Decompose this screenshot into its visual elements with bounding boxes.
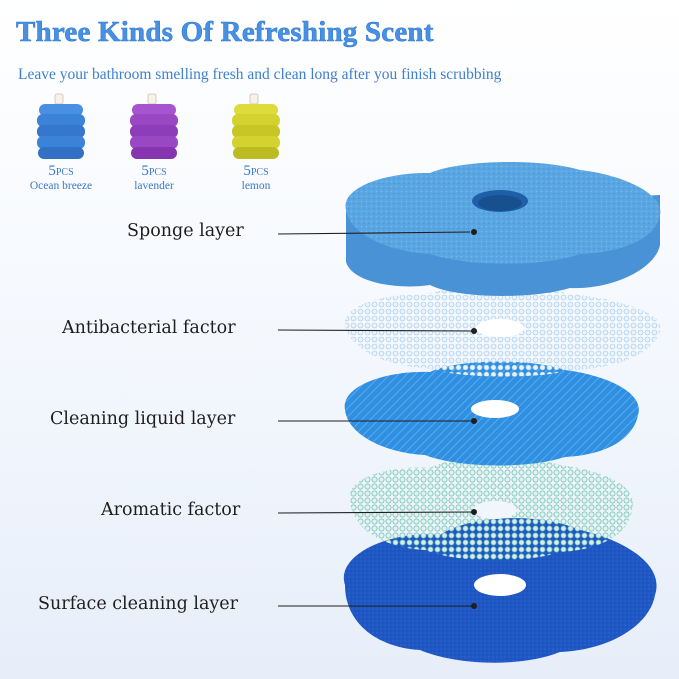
label-cleaning-liquid-layer: Cleaning liquid layer [50, 409, 236, 429]
pointer-dot [471, 603, 477, 609]
label-aromatic-factor: Aromatic factor [101, 500, 241, 520]
scent-unit: PCS [148, 167, 167, 178]
lemon-pod-icon [232, 93, 280, 159]
scent-name: lavender [134, 180, 174, 192]
scent-name: lemon [241, 180, 271, 192]
page-title: Three Kinds Of Refreshing Scent [16, 16, 434, 49]
scent-lavender: 5PCS lavender [104, 92, 204, 193]
label-sponge-layer: Sponge layer [127, 221, 244, 241]
pointer-dot [471, 418, 477, 424]
pointer-dot [471, 229, 477, 235]
pointer-dot [471, 509, 477, 515]
antibacterial-factor-disc [344, 286, 661, 377]
pointer-dot [471, 328, 477, 334]
surface-cleaning-disc [343, 518, 657, 663]
scent-unit: PCS [250, 167, 269, 178]
scent-ocean-breeze: 5PCS Ocean breeze [11, 92, 111, 193]
ocean-breeze-pod-icon [37, 93, 85, 159]
scent-unit: PCS [55, 167, 74, 178]
label-antibacterial-factor: Antibacterial factor [62, 318, 236, 338]
scent-qty: 5 [141, 163, 149, 179]
scent-lemon: 5PCS lemon [206, 92, 306, 193]
scent-qty: 5 [243, 163, 251, 179]
scent-qty: 5 [48, 163, 56, 179]
cleaning-liquid-disc [344, 361, 639, 466]
scent-name: Ocean breeze [29, 180, 93, 192]
pointer-antibacterial [277, 329, 475, 332]
page-subtitle: Leave your bathroom smelling fresh and c… [18, 66, 502, 83]
lavender-pod-icon [130, 93, 178, 159]
aromatic-factor-disc [349, 456, 634, 561]
pointer-sponge [277, 231, 471, 235]
pointer-aromatic [277, 511, 473, 514]
pointer-lines [277, 231, 475, 607]
sponge-layer-disc [345, 162, 661, 296]
label-surface-cleaning-layer: Surface cleaning layer [38, 594, 238, 614]
